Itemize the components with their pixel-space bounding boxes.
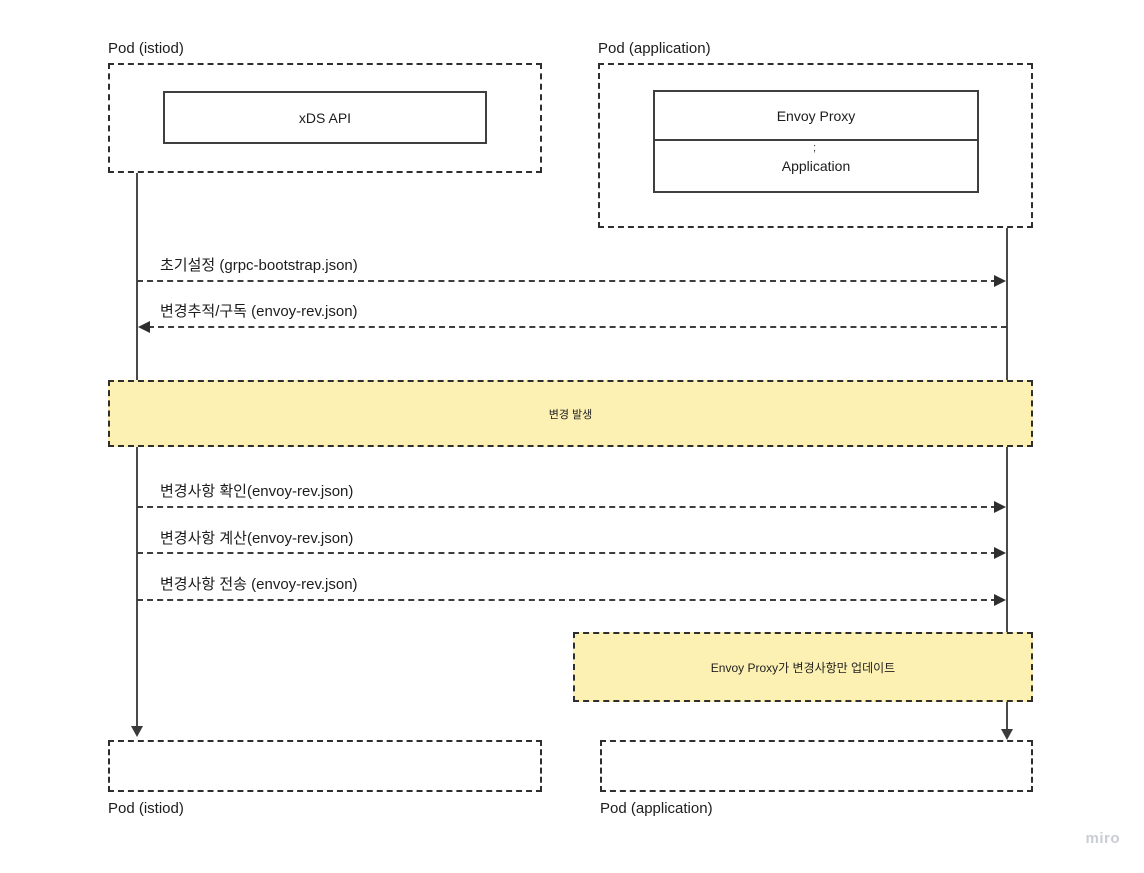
xds-api-label: xDS API: [298, 109, 352, 126]
message-arrowhead-right-icon: [994, 547, 1006, 559]
note-change-occurred-label: 변경 발생: [548, 408, 593, 421]
lifeline-istiod: [136, 173, 138, 728]
participant-istiod-bottom-box: [108, 740, 542, 792]
miro-logo: miro: [1085, 830, 1120, 847]
message-label-send-changes: 변경사항 전송 (envoy-rev.json): [160, 576, 358, 593]
message-label-subscribe: 변경추적/구독 (envoy-rev.json): [160, 303, 358, 320]
participant-istiod-box: [108, 63, 542, 173]
application-box: Application: [653, 139, 979, 193]
participant-istiod-title: Pod (istiod): [108, 40, 184, 57]
lifeline-application: [1006, 228, 1008, 731]
xds-api-box: xDS API: [163, 91, 487, 144]
divider-mark: ;: [813, 142, 817, 154]
message-arrowhead-right-icon: [994, 275, 1006, 287]
envoy-proxy-box: Envoy Proxy: [653, 90, 979, 141]
message-line-bootstrap: [137, 280, 997, 282]
message-label-bootstrap: 초기설정 (grpc-bootstrap.json): [160, 257, 358, 274]
message-arrowhead-left-icon: [138, 321, 150, 333]
message-line-send-changes: [137, 599, 997, 601]
message-arrowhead-right-icon: [994, 594, 1006, 606]
application-label: Application: [781, 158, 851, 174]
lifeline-application-arrowhead-icon: [1001, 729, 1013, 740]
participant-application-box: [598, 63, 1033, 228]
message-label-check-changes: 변경사항 확인(envoy-rev.json): [160, 483, 354, 500]
participant-istiod-bottom-title: Pod (istiod): [108, 800, 184, 817]
note-envoy-updates-label: Envoy Proxy가 변경사항만 업데이트: [710, 660, 896, 675]
message-line-check-changes: [137, 506, 997, 508]
lifeline-istiod-arrowhead-icon: [131, 726, 143, 737]
participant-application-title: Pod (application): [598, 40, 711, 57]
note-envoy-updates: Envoy Proxy가 변경사항만 업데이트: [573, 632, 1033, 702]
participant-application-bottom-title: Pod (application): [600, 800, 713, 817]
message-label-compute-changes: 변경사항 계산(envoy-rev.json): [160, 530, 354, 547]
message-line-subscribe: [148, 326, 1007, 328]
message-arrowhead-right-icon: [994, 501, 1006, 513]
participant-application-bottom-box: [600, 740, 1033, 792]
note-change-occurred: 변경 발생: [108, 380, 1033, 447]
envoy-proxy-label: Envoy Proxy: [776, 107, 856, 124]
message-line-compute-changes: [137, 552, 997, 554]
